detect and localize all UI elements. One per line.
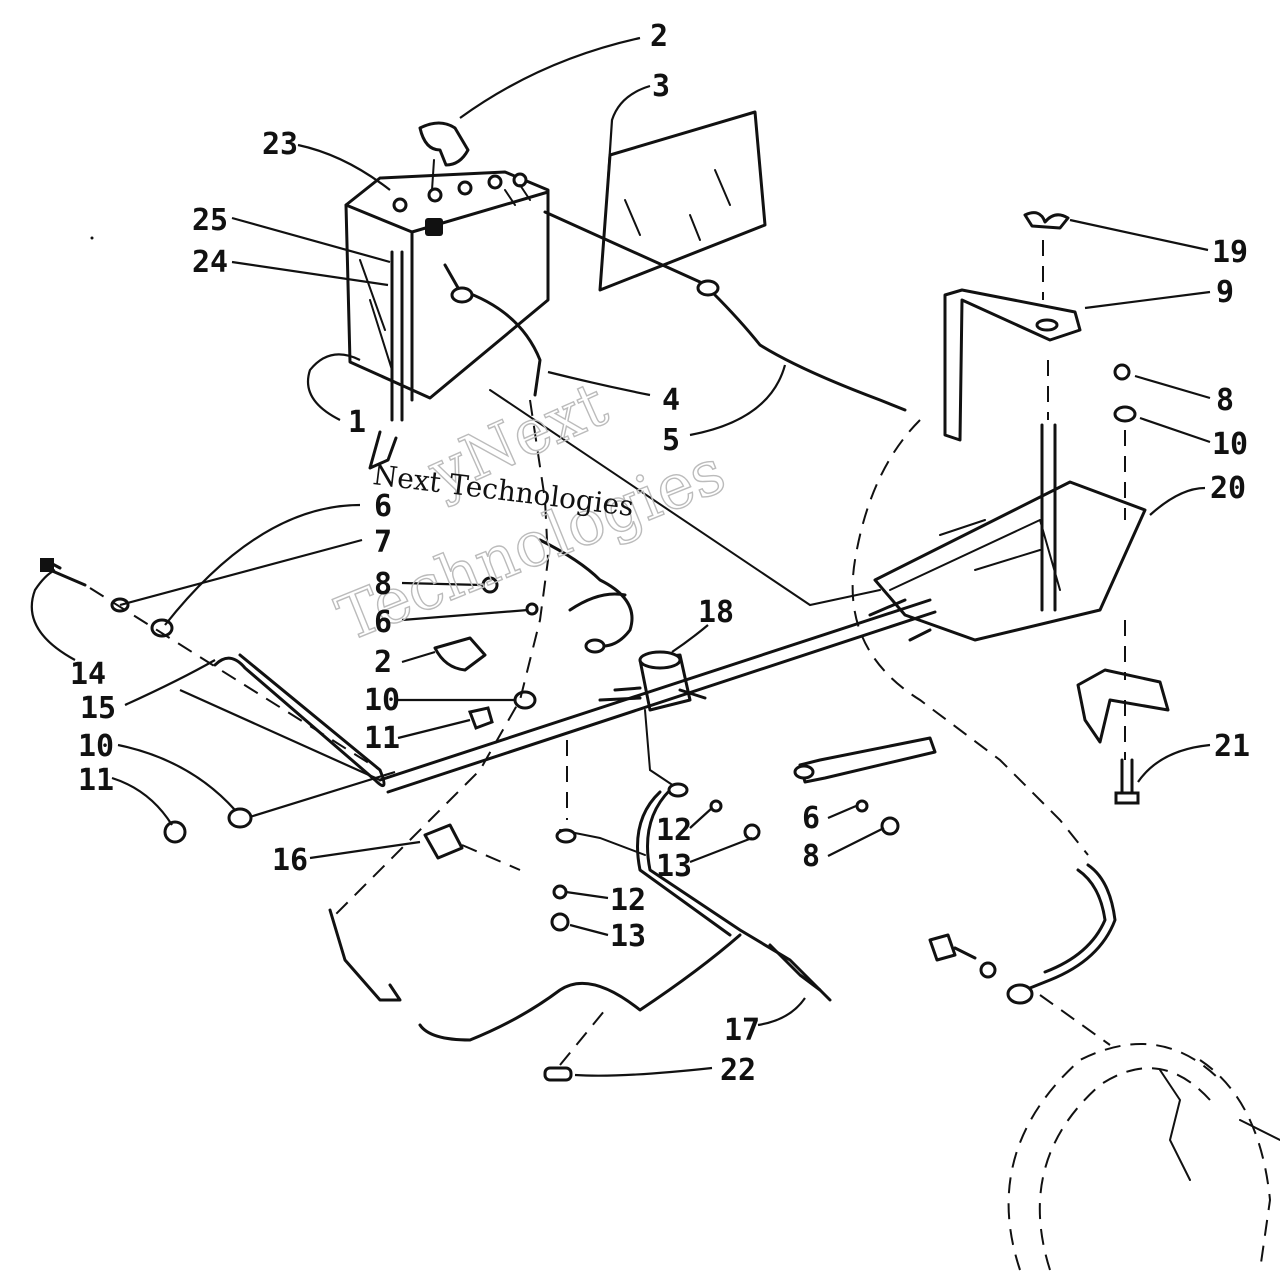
callout-12: 12	[656, 813, 692, 848]
callout-18: 18	[698, 595, 734, 630]
callout-21: 21	[1214, 729, 1250, 764]
ground-cable	[1023, 863, 1117, 992]
nut-left	[163, 820, 187, 844]
callout-2: 2	[650, 19, 668, 54]
callout-4: 4	[662, 383, 680, 418]
callout-5: 5	[662, 423, 680, 458]
leader-lines	[30, 36, 1211, 1077]
callout-11: 11	[364, 721, 400, 756]
positive-cable	[458, 288, 542, 397]
washer-12	[709, 799, 723, 813]
callout-17: 17	[724, 1013, 760, 1048]
callout-3: 3	[652, 69, 670, 104]
battery-strap	[390, 250, 404, 422]
callout-8: 8	[802, 839, 820, 874]
nut-13	[743, 823, 761, 841]
callout-8: 8	[374, 567, 392, 602]
callout-20: 20	[1210, 471, 1246, 506]
hold-down-rod	[1040, 423, 1057, 612]
clip-22	[543, 1066, 573, 1082]
callout-23: 23	[262, 127, 298, 162]
callout-6: 6	[802, 801, 820, 836]
terminal-cap-drawing	[418, 121, 470, 191]
cap-2-center	[433, 636, 487, 672]
callout-labels: 2 3 23 25 24 19 9 8 10 20 4 5 1 6 7 8 6 …	[70, 19, 1250, 1088]
mounting-bar	[378, 598, 937, 794]
battery-drawing	[344, 170, 550, 402]
callout-6: 6	[374, 605, 392, 640]
spacer-16	[423, 823, 464, 860]
negative-cable	[543, 210, 702, 284]
callout-22: 22	[720, 1053, 756, 1088]
wire-harness	[646, 788, 822, 992]
bolt-21	[1120, 758, 1134, 797]
callout-9: 9	[1216, 275, 1234, 310]
solenoid-cable	[538, 538, 634, 648]
nut-11-center	[467, 706, 494, 730]
battery-tray	[873, 480, 1147, 642]
strap-clip	[368, 430, 398, 470]
callout-10: 10	[78, 729, 114, 764]
wing-nut	[1023, 211, 1070, 230]
callout-13: 13	[610, 919, 646, 954]
callout-2: 2	[374, 645, 392, 680]
washer-6-center	[525, 602, 539, 616]
callout-6: 6	[374, 489, 392, 524]
cable-6	[798, 736, 937, 784]
protective-sheet	[598, 110, 767, 292]
callout-16: 16	[272, 843, 308, 878]
callout-8: 8	[1216, 383, 1234, 418]
nut-right	[1113, 363, 1131, 381]
nut-8-center	[481, 576, 499, 594]
callout-19: 19	[1212, 235, 1248, 270]
callout-10: 10	[364, 683, 400, 718]
callout-11: 11	[78, 763, 114, 798]
long-link	[489, 389, 881, 607]
washer-10-center	[513, 690, 537, 710]
callout-13: 13	[656, 849, 692, 884]
ground-bolt	[928, 933, 977, 962]
battery-bracket	[943, 288, 1082, 442]
engine-housing	[1007, 1043, 1280, 1271]
callout-12: 12	[610, 883, 646, 918]
solenoid-drawing	[598, 650, 707, 791]
callout-7: 7	[374, 525, 392, 560]
bracket-rod	[213, 653, 386, 788]
callout-15: 15	[80, 691, 116, 726]
washer-left	[227, 807, 253, 829]
callout-24: 24	[192, 245, 228, 280]
stray-mark	[90, 236, 94, 240]
callout-10: 10	[1212, 427, 1248, 462]
washer-12-lower	[552, 884, 568, 900]
nut-13-lower	[550, 912, 570, 932]
callout-1: 1	[348, 405, 366, 440]
callout-25: 25	[192, 203, 228, 238]
callout-14: 14	[70, 657, 106, 692]
washer-right	[1113, 405, 1137, 423]
mount-bracket	[1076, 668, 1170, 744]
